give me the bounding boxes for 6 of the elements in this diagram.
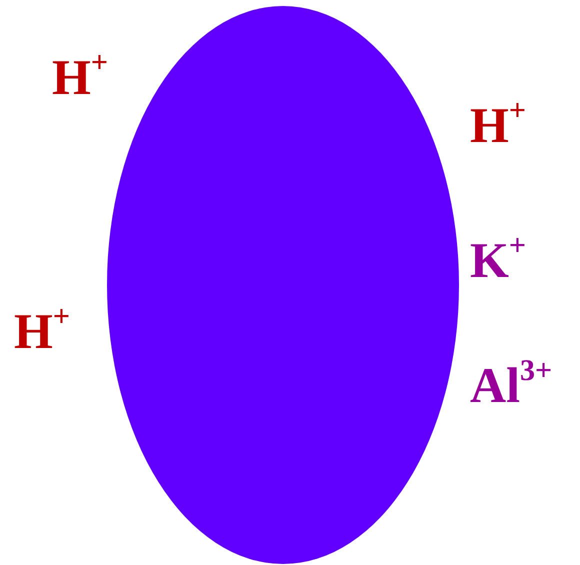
ion-label: H$^{+}$ [470,100,526,150]
ion-label: H$^{+}$ [52,52,108,102]
ion-label: K$^{+}$ [470,235,526,285]
ion-label: H$^{+}$ [14,306,70,356]
ellipse-shape [107,6,459,564]
ion-label: Al$^{3+}$ [470,360,552,410]
